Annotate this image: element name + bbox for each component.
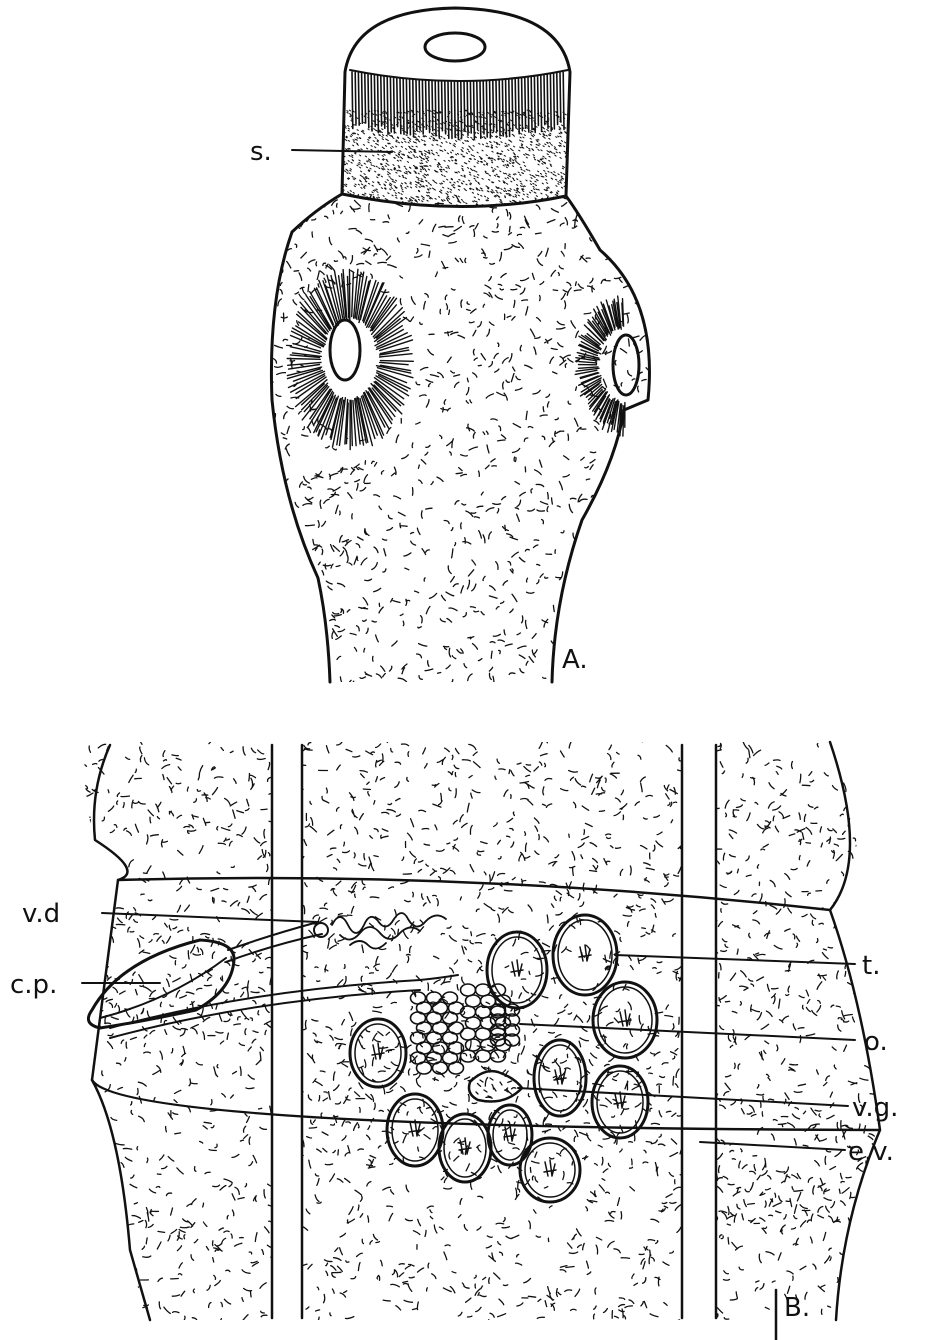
testis — [553, 915, 617, 995]
testes — [350, 915, 657, 1202]
ovary-lobe — [496, 1017, 511, 1029]
sucker-left — [287, 269, 414, 449]
label-scolex-text: s. — [250, 137, 272, 167]
rostellum-opening — [425, 33, 485, 61]
label-ovary: o. — [520, 1024, 888, 1057]
vas-deferens — [110, 913, 458, 1038]
sucker-right — [575, 296, 639, 436]
scolex — [340, 8, 573, 216]
testis — [387, 1094, 443, 1166]
panel-a-label: A. — [562, 645, 588, 675]
ovary-lobe — [461, 984, 476, 996]
ovary-lobe — [476, 984, 491, 996]
label-excretory-vessel-text: e.v. — [848, 1137, 894, 1167]
vitelline-gland — [469, 1071, 522, 1101]
label-vas-deferens-text: v.d — [22, 899, 60, 929]
ovary-lobe — [417, 1062, 432, 1074]
label-cirrus-pouch: c.p. — [10, 970, 160, 1000]
ovary-lobe — [476, 1028, 491, 1040]
testis — [520, 1138, 580, 1202]
label-cirrus-pouch-text: c.p. — [10, 970, 57, 1000]
panel-a: s. A. — [250, 8, 664, 691]
ovary-lobe — [449, 1062, 464, 1074]
testis — [488, 1105, 532, 1165]
excretory-vessels — [272, 745, 716, 1318]
panel-b-label: B. — [784, 1293, 810, 1323]
label-excretory-vessel: e.v. — [700, 1137, 894, 1167]
ovary-lobe — [461, 1028, 476, 1040]
label-vitelline-gland-text: v.g. — [852, 1093, 898, 1123]
testis — [350, 1019, 406, 1087]
label-testes: t. — [615, 951, 880, 981]
ovary-lobe — [466, 995, 481, 1007]
testis — [593, 982, 657, 1058]
ovary-lobe — [481, 1017, 496, 1029]
label-testes-text: t. — [862, 951, 880, 981]
proglottid-segments — [74, 733, 890, 1328]
panel-b-label-box: B. — [776, 1290, 810, 1340]
ovary-lobe — [466, 1039, 481, 1051]
label-ovary-text: o. — [864, 1027, 888, 1057]
ovary-lobe — [461, 1050, 476, 1062]
label-vitelline-gland: v.g. — [518, 1088, 898, 1123]
panel-b: v.d c.p. t. o. v.g. e.v. B. — [10, 733, 898, 1340]
label-vas-deferens: v.d — [22, 899, 318, 929]
ovary-lobe — [466, 1017, 481, 1029]
ovary-lobe — [461, 1006, 476, 1018]
